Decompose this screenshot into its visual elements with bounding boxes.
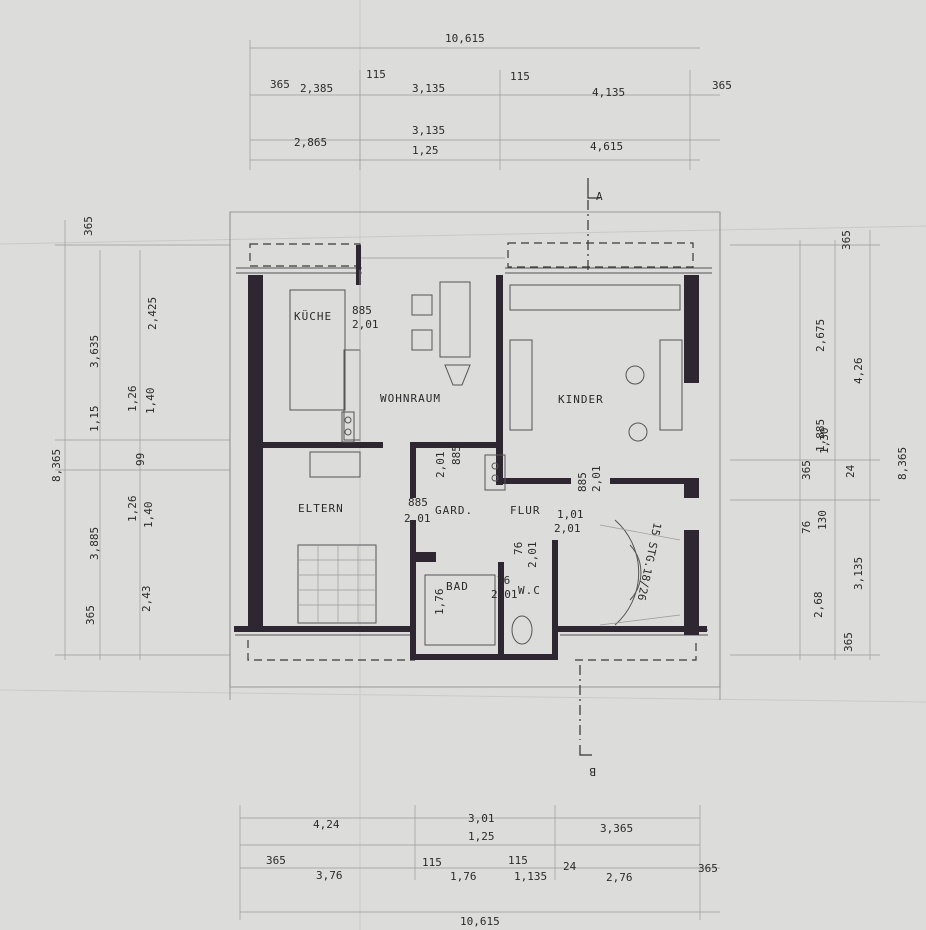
paper-fold xyxy=(0,225,926,245)
parents-room-furniture xyxy=(297,451,377,624)
dim-top-row1-6: 365 xyxy=(712,79,732,92)
room-label-wc: W.C xyxy=(518,584,541,597)
dim-right-inner-2: 24 xyxy=(844,464,857,478)
bad-height-label: 1,76 xyxy=(433,589,446,616)
stair-label: 15 STG.18/26 xyxy=(635,521,664,601)
opening-eltern-height: 2,01 xyxy=(404,512,431,525)
dim-right-middle-1: 365 xyxy=(800,460,813,480)
dim-bottom-row3-3: 1,76 xyxy=(450,870,477,883)
dim-right-inner-1: 1,30 xyxy=(818,428,831,455)
opening-wohn-width: 885 xyxy=(450,445,463,465)
dim-left-inner-2: 1,40 xyxy=(144,388,157,415)
dim-right-inner-0: 4,26 xyxy=(852,358,865,385)
dim-left-outer-1: 8,365 xyxy=(50,449,63,482)
section-mark-a: A xyxy=(596,190,604,203)
dim-right-middle-3: 76 xyxy=(800,521,813,534)
dim-bottom-row2-0: 1,25 xyxy=(468,830,495,843)
dimension-lines-top xyxy=(249,40,720,170)
dim-left-inner-4: 1,26 xyxy=(126,496,139,523)
room-label-gard: GARD. xyxy=(435,504,473,517)
dining-table xyxy=(359,270,471,442)
dim-left-middle-2: 3,885 xyxy=(88,527,101,560)
room-label-kueche: KÜCHE xyxy=(294,310,332,323)
dim-top-row1-4: 115 xyxy=(510,70,530,83)
opening-wohn-height: 2,01 xyxy=(434,452,447,479)
opening-bad-wc-width: 76 xyxy=(497,574,510,587)
opening-flur-height: 2,01 xyxy=(554,522,581,535)
room-label-flur: FLUR xyxy=(510,504,541,517)
building-outline xyxy=(229,211,721,688)
room-label-kinder: KINDER xyxy=(558,393,604,406)
dim-top-row1-2: 115 xyxy=(366,68,386,81)
room-label-wohnraum: WOHNRAUM xyxy=(380,392,441,405)
dim-left-inner-5: 1,40 xyxy=(142,502,155,529)
dim-left-inner-0: 2,425 xyxy=(146,297,159,330)
stair xyxy=(599,519,681,626)
opening-kinder-width: 885 xyxy=(576,472,589,492)
dim-bottom-overall: 10,615 xyxy=(460,915,500,928)
dim-bottom-row3-8: 365 xyxy=(698,862,718,875)
dim-top-row3-0: 1,25 xyxy=(412,144,439,157)
dim-top-row1-0: 365 xyxy=(270,78,290,91)
opening-wc-width: 76 xyxy=(512,542,525,555)
opening-kueche-width: 885 xyxy=(352,304,372,317)
dim-right-inner-3: 130 xyxy=(816,510,829,530)
opening-bad-wc-height: 2,01 xyxy=(491,588,518,601)
dim-right-outer-1: 8,365 xyxy=(896,447,909,480)
dim-right-middle-0: 2,675 xyxy=(814,319,827,352)
dim-left-inner-3: 99 xyxy=(134,453,147,466)
dim-right-inner-4: 3,135 xyxy=(852,557,865,590)
dim-bottom-row1-2: 3,365 xyxy=(600,822,633,835)
dim-top-overall: 10,615 xyxy=(445,32,485,45)
bathroom-fixtures xyxy=(424,454,533,646)
dim-right-middle-5: 365 xyxy=(842,632,855,652)
dim-bottom-row1-1: 3,01 xyxy=(468,812,495,825)
paper-fold xyxy=(0,689,926,703)
section-mark-b: B xyxy=(588,765,596,778)
dim-left-outer-2: 365 xyxy=(84,605,97,625)
dim-top-row1-1: 2,385 xyxy=(300,82,333,95)
dim-bottom-row3-6: 24 xyxy=(563,860,577,873)
dim-top-row1-5: 4,135 xyxy=(592,86,625,99)
dimension-lines-bottom xyxy=(239,805,720,920)
dim-bottom-row3-4: 115 xyxy=(508,854,528,867)
dim-left-inner-6: 2,43 xyxy=(140,586,153,613)
opening-eltern-width: 885 xyxy=(408,496,428,509)
dim-left-middle-0: 3,635 xyxy=(88,335,101,368)
opening-kueche-height: 2,01 xyxy=(352,318,379,331)
dimension-lines-left xyxy=(55,220,230,660)
room-label-bad: BAD xyxy=(446,580,469,593)
dim-bottom-row3-0: 365 xyxy=(266,854,286,867)
dim-left-inner-1: 1,26 xyxy=(126,386,139,413)
dim-bottom-row3-5: 1,135 xyxy=(514,870,547,883)
room-label-eltern: ELTERN xyxy=(298,502,344,515)
dim-bottom-row3-1: 3,76 xyxy=(316,869,343,882)
dim-left-outer-0: 365 xyxy=(82,216,95,236)
opening-flur-width: 1,01 xyxy=(557,508,584,521)
walls xyxy=(234,245,707,660)
roof-eaves-top xyxy=(236,242,712,274)
dim-top-row1-3: 3,135 xyxy=(412,82,445,95)
dimension-lines-right xyxy=(730,230,880,660)
dim-bottom-row3-2: 115 xyxy=(422,856,442,869)
opening-wc-height: 2,01 xyxy=(526,542,539,569)
dim-bottom-row1-0: 4,24 xyxy=(313,818,340,831)
dim-top-row2-1: 3,135 xyxy=(412,124,445,137)
dim-top-row2-0: 2,865 xyxy=(294,136,327,149)
section-line xyxy=(579,178,600,756)
dim-right-outer-0: 365 xyxy=(840,230,853,250)
dim-top-row2-2: 4,615 xyxy=(590,140,623,153)
dim-right-middle-2: 1,885 xyxy=(814,419,827,452)
child-room-furniture xyxy=(509,284,683,442)
opening-kinder-height: 2,01 xyxy=(590,466,603,493)
dim-left-middle-1: 1,15 xyxy=(88,406,101,433)
dim-bottom-row3-7: 2,76 xyxy=(606,871,633,884)
dim-right-middle-4: 2,68 xyxy=(812,592,825,619)
